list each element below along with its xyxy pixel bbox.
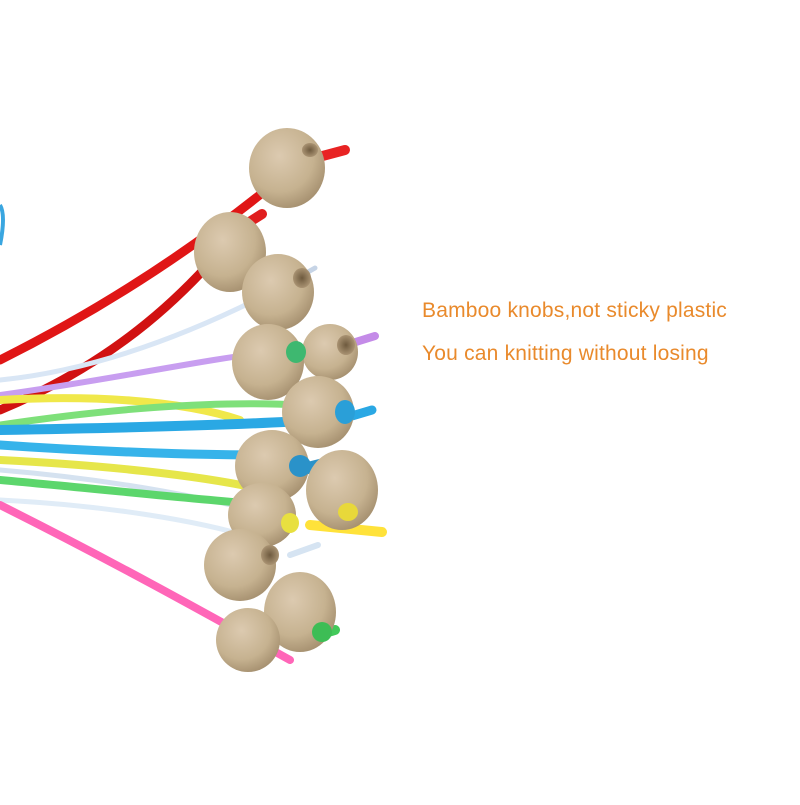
bamboo-knob-group	[194, 128, 378, 672]
bamboo-knob	[216, 608, 280, 672]
cable-green-1	[0, 400, 304, 429]
bamboo-knob	[306, 450, 378, 530]
bamboo-knob	[242, 254, 314, 330]
cable-clear-3	[0, 497, 263, 543]
cable-yellow-1	[0, 394, 244, 424]
edge-blue-object	[0, 203, 5, 246]
bamboo-knob	[282, 376, 355, 448]
caption-knitting-without-losing: You can knitting without losing	[422, 342, 709, 365]
bamboo-knob	[302, 324, 358, 380]
cable-yellow-2	[0, 456, 269, 494]
cable-blue-2	[0, 440, 270, 460]
cable-clear-tip	[287, 542, 321, 558]
bamboo-knob	[232, 324, 306, 400]
bamboo-knob	[235, 430, 311, 502]
bamboo-knob	[204, 529, 279, 601]
bamboo-knob	[264, 572, 336, 652]
bamboo-knob	[249, 128, 325, 208]
caption-bamboo-knobs: Bamboo knobs,not sticky plastic	[422, 299, 728, 322]
